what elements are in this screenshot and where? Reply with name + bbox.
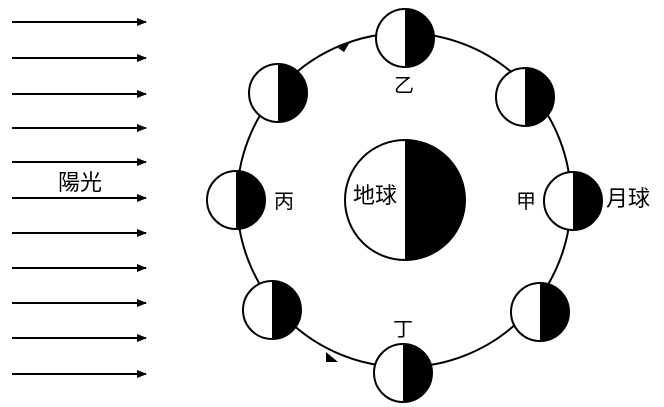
moon-label: 月球 <box>606 187 650 212</box>
earth-label: 地球 <box>353 184 397 209</box>
position-label-ding: 丁 <box>393 317 413 341</box>
moon-right <box>544 172 602 230</box>
moon-bottom-right <box>511 283 569 341</box>
position-label-jia: 甲 <box>516 189 536 213</box>
moon-top-right <box>496 68 554 126</box>
position-label-yi: 乙 <box>394 73 414 97</box>
sunlight-label: 陽光 <box>58 171 102 196</box>
position-label-bing: 丙 <box>274 189 294 213</box>
moon-top-left <box>249 64 307 122</box>
moon-bottom-left <box>243 281 301 339</box>
sunlight-arrows <box>12 22 146 374</box>
moon-left <box>207 171 265 229</box>
moon-top <box>376 9 434 67</box>
moon-bottom <box>374 344 432 402</box>
